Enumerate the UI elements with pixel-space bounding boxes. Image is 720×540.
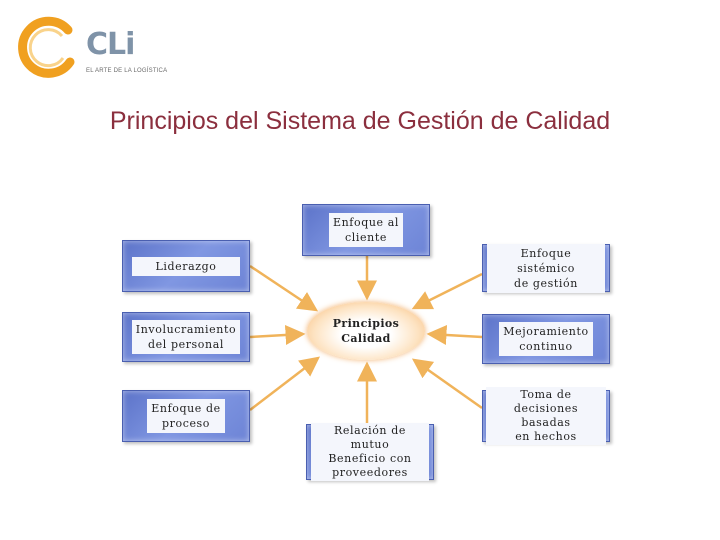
- arrow-enfoque-sistemico: [411, 272, 483, 310]
- logo-ring-icon: [18, 16, 75, 78]
- center-line1: Principios: [332, 317, 400, 330]
- arrow-mejoramiento: [426, 325, 483, 345]
- node-enfoque-proceso: Enfoque de proceso: [122, 390, 250, 442]
- center-node-principios-calidad: Principios Calidad: [307, 302, 425, 360]
- node-involucramiento: Involucramiento del personal: [122, 312, 250, 362]
- logo-wordmark: CLi: [86, 27, 135, 62]
- node-enfoque-cliente: Enfoque al cliente: [302, 204, 430, 256]
- node-enfoque-sistemico: Enfoque sistémico de gestión: [482, 243, 610, 293]
- arrow-enfoque-proceso: [249, 356, 320, 411]
- node-liderazgo: Liderazgo: [122, 240, 250, 292]
- arrow-toma-decisiones: [411, 358, 483, 410]
- node-mejoramiento: Mejoramiento continuo: [482, 314, 610, 364]
- company-logo: [16, 16, 166, 80]
- logo-tagline: EL ARTE DE LA LOGÍSTICA: [86, 68, 168, 74]
- node-relacion-mutuo: Relación de mutuo Beneficio con proveedo…: [306, 423, 434, 481]
- arrow-involucramiento: [249, 325, 306, 345]
- center-line2: Calidad: [341, 332, 391, 345]
- slide-title: Principios del Sistema de Gestión de Cal…: [109, 107, 611, 135]
- arrow-liderazgo: [249, 264, 319, 312]
- node-toma-decisiones: Toma de decisiones basadas en hechos: [482, 387, 610, 445]
